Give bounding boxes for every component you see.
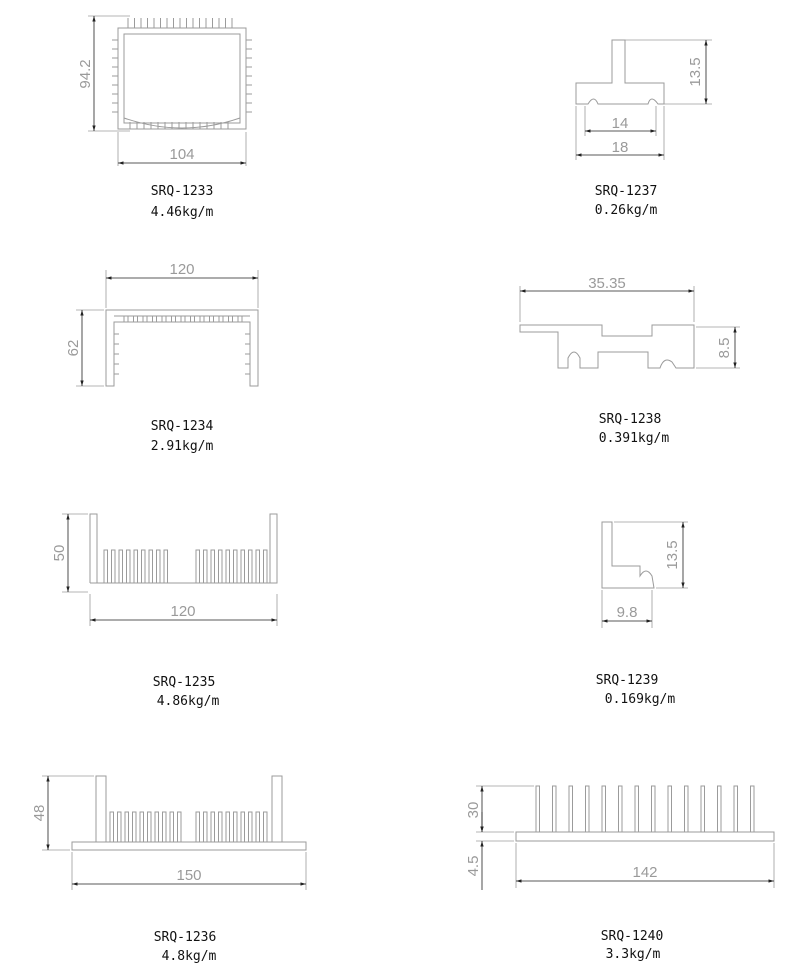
profile-srq-1233: 94.2 104 SRQ-1233 4.46kg/m [77,15,252,220]
profile-code: SRQ-1236 [154,930,217,945]
profile-drawing [519,324,695,369]
profile-weight: 0.391kg/m [599,431,670,446]
profile-drawing [105,309,259,387]
profile-srq-1238: 35.35 8.5 SRQ-1238 0.391kg/m [519,275,740,446]
dimension-label: 13.5 [664,540,681,569]
dimension-label: 120 [169,261,194,278]
dimension-label: 13.5 [687,57,704,86]
dimension-label: 50 [51,545,68,562]
profile-weight: 2.91kg/m [151,439,214,454]
profile-code: SRQ-1233 [151,184,214,199]
dimension-label: 30 [465,802,482,819]
profile-code: SRQ-1234 [151,419,214,434]
dimension-label: 104 [169,146,194,163]
dimension-label: 14 [612,115,629,132]
profile-drawing [601,521,655,589]
profile-code: SRQ-1239 [596,673,659,688]
profile-srq-1235: 50 120 SRQ-1235 4.86kg/m [51,513,278,709]
profile-srq-1236: 48 150 SRQ-1236 4.8kg/m [31,775,307,964]
profile-srq-1239: 13.5 9.8 SRQ-1239 0.169kg/m [596,521,688,707]
profile-code: SRQ-1238 [599,412,662,427]
profile-weight: 0.26kg/m [595,203,658,218]
profile-drawing [515,785,775,842]
dimension-label: 8.5 [716,338,733,359]
dimension-label: 120 [170,603,195,620]
profile-drawing [112,18,252,130]
dimension-label: 142 [632,864,657,881]
profile-weight: 4.8kg/m [162,949,217,964]
profile-srq-1237: 13.5 14 18 SRQ-1237 0.26kg/m [575,39,712,218]
dimension-label: 62 [65,340,82,357]
profile-weight: 3.3kg/m [606,947,661,962]
profile-code: SRQ-1235 [153,675,216,690]
dimension-label: 4.5 [465,856,482,877]
profile-weight: 0.169kg/m [605,692,676,707]
dimension-label: 150 [176,867,201,884]
profile-weight: 4.46kg/m [151,205,214,220]
profile-drawing [71,775,307,851]
profile-drawing [89,513,278,584]
profile-code: SRQ-1237 [595,184,658,199]
dimension-label: 9.8 [617,604,638,621]
profile-drawing [575,39,665,105]
profile-srq-1240: 30 4.5 142 SRQ-1240 3.3kg/m [465,785,775,962]
dimension-label: 48 [31,805,48,822]
dimension-label: 18 [612,139,629,156]
dimension-label: 35.35 [588,275,626,292]
profile-weight: 4.86kg/m [157,694,220,709]
profile-srq-1234: 120 62 SRQ-1234 2.91kg/m [65,261,259,454]
profile-code: SRQ-1240 [601,929,664,944]
dimension-label: 94.2 [77,59,94,88]
